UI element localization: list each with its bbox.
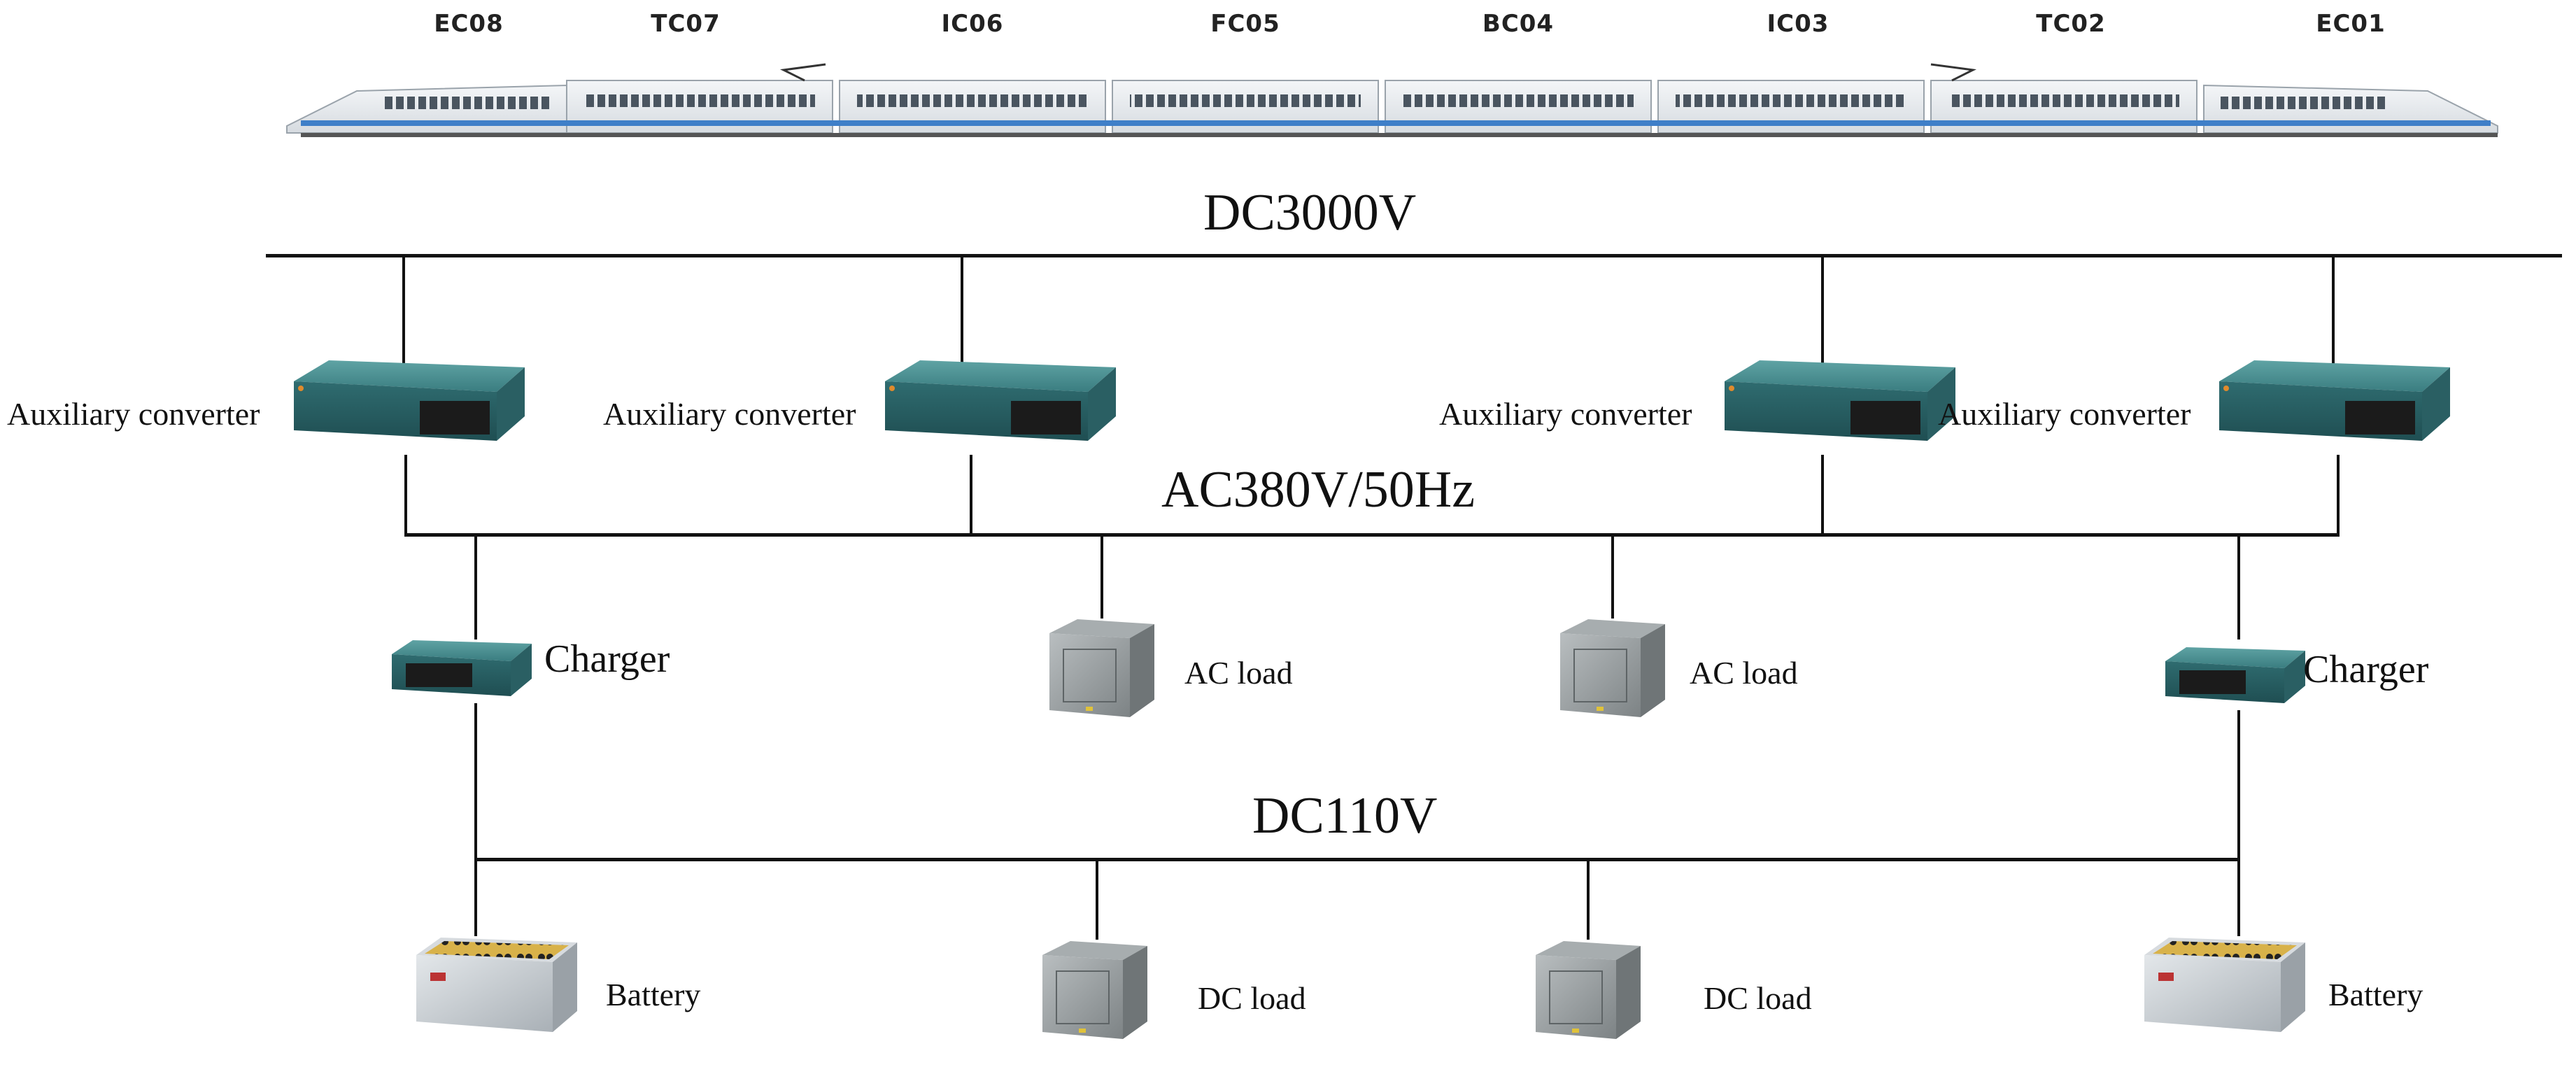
dc-load-cabinet-icon [1536, 941, 1641, 1039]
converter-drop-1 [404, 455, 407, 535]
converter-label-4: Auxiliary converter [1938, 396, 2191, 432]
ac-bus-drop-acload-2 [1611, 535, 1614, 619]
ac-bus-drop-acload-1 [1101, 535, 1103, 619]
dc-bus-drop-battery-1 [474, 859, 477, 936]
train-image [286, 63, 2498, 137]
bus-label-ac380v: AC380V/50Hz [1161, 461, 1475, 518]
car-label-ic06: IC06 [941, 10, 1004, 38]
car-label-ec08: EC08 [434, 10, 504, 38]
ac-bus-drop-charger-1 [474, 535, 477, 640]
ac380v-bus-line [404, 533, 2340, 537]
car-label-tc07: TC07 [651, 10, 721, 38]
dc3000v-drop-4 [2332, 255, 2335, 371]
converter-drop-2 [970, 455, 972, 535]
auxiliary-converter-icon [885, 360, 1116, 441]
charger-drop-2 [2237, 710, 2240, 861]
auxiliary-converter-icon [294, 360, 525, 441]
car-label-bc04: BC04 [1482, 10, 1555, 38]
dc-bus-drop-dcload-1 [1096, 859, 1098, 940]
car-label-ic03: IC03 [1767, 10, 1830, 38]
converter-drop-3 [1821, 455, 1824, 535]
charger-icon [2165, 647, 2305, 703]
battery-label-1: Battery [606, 977, 701, 1012]
dc3000v-bus-line [266, 254, 2562, 257]
converter-label-3: Auxiliary converter [1439, 396, 1692, 432]
converter-drop-4 [2337, 455, 2340, 535]
car-label-ec01: EC01 [2316, 10, 2386, 38]
battery-icon [416, 938, 577, 1032]
dc-bus-drop-battery-2 [2237, 859, 2240, 936]
dc-load-label-2: DC load [1704, 980, 1812, 1016]
auxiliary-converter-icon [1725, 360, 1955, 441]
ac-load-label-1: AC load [1184, 655, 1293, 691]
train-body-icon [286, 63, 2498, 137]
dc110v-bus-line [474, 858, 2240, 861]
charger-drop-1 [474, 703, 477, 861]
ac-load-label-2: AC load [1690, 655, 1798, 691]
car-label-fc05: FC05 [1210, 10, 1280, 38]
ac-bus-drop-charger-2 [2237, 535, 2240, 640]
charger-label-2: Charger [2303, 648, 2429, 691]
car-label-tc02: TC02 [2036, 10, 2106, 38]
bus-label-dc110v: DC110V [1252, 787, 1438, 845]
converter-label-2: Auxiliary converter [603, 396, 856, 432]
auxiliary-converter-icon [2219, 360, 2450, 441]
dc-load-label-1: DC load [1198, 980, 1306, 1016]
dc-bus-drop-dcload-2 [1587, 859, 1590, 940]
dc-load-cabinet-icon [1042, 941, 1147, 1039]
dc3000v-drop-1 [402, 255, 405, 371]
dc3000v-drop-3 [1821, 255, 1824, 371]
ac-load-cabinet-icon [1049, 619, 1154, 717]
battery-icon [2144, 938, 2305, 1032]
bus-label-dc3000v: DC3000V [1203, 184, 1417, 241]
ac-load-cabinet-icon [1560, 619, 1665, 717]
converter-label-1: Auxiliary converter [7, 396, 260, 432]
charger-icon [392, 640, 532, 696]
dc3000v-drop-2 [961, 255, 963, 371]
charger-label-1: Charger [544, 637, 670, 681]
battery-label-2: Battery [2328, 977, 2423, 1012]
